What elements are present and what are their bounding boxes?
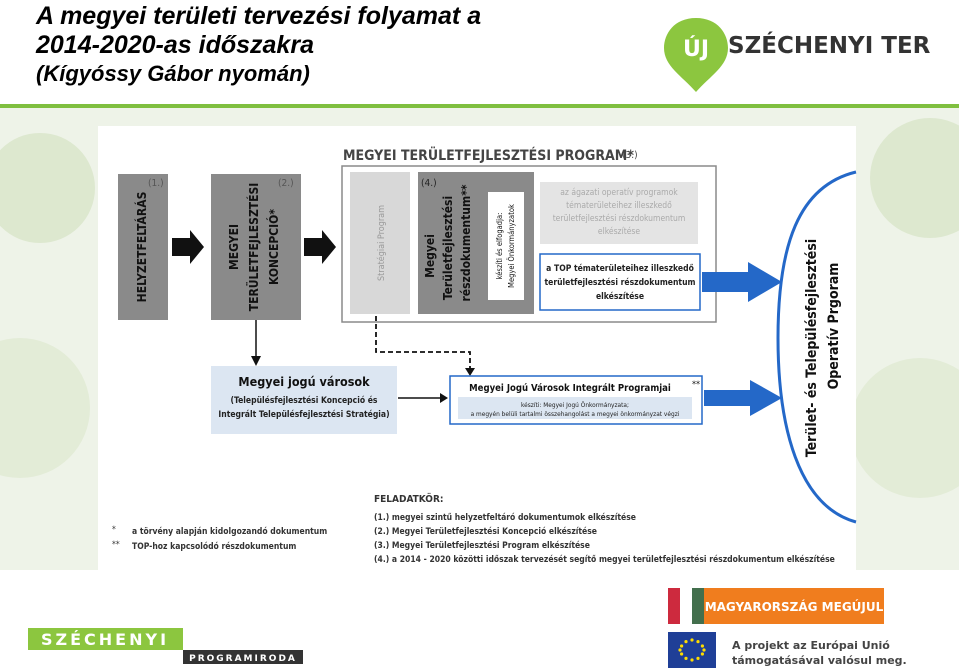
- top-line1: a TOP tématerületeihez illeszkedő: [546, 263, 694, 274]
- title-line-3: (Kígyóssy Gábor nyomán): [36, 61, 310, 86]
- task-2: (2.) Megyei Területfejlesztési Koncepció…: [374, 526, 597, 537]
- eu-line-2: támogatásával valósul meg.: [732, 654, 907, 667]
- arrow-2-to-3: [304, 230, 336, 264]
- legend-mark-1: *: [112, 525, 116, 535]
- cities-line3: Integrált Településfejlesztési Stratégia…: [218, 409, 389, 420]
- box-top-subdocument: [539, 253, 701, 311]
- hungarian-flag-icon: [668, 588, 680, 624]
- szechenyi-programiroda-logo: SZÉCHENYI PROGRAMIRODA: [28, 628, 303, 664]
- planning-process-diagram: MEGYEI TERÜLETFEJLESZTÉSI PROGRAM* (3.) …: [112, 146, 857, 565]
- szechenyi-text: SZÉCHENYI: [41, 630, 169, 649]
- cities-line1: Megyei jogú városok: [238, 374, 370, 389]
- tasks-title: FELADATKÖR:: [374, 491, 443, 505]
- mjv-stars: **: [692, 380, 700, 390]
- title-line-1: A megyei területi tervezési folyamat a: [36, 2, 482, 30]
- legend-text-1: a törvény alapján kidolgozandó dokumentu…: [132, 526, 327, 537]
- program-title: MEGYEI TERÜLETFEJLESZTÉSI PROGRAM*: [343, 146, 634, 164]
- arrow-mjv-to-op: [704, 380, 782, 416]
- logo-mark: ÚJ: [683, 36, 709, 62]
- magyarorszag-megujul-banner: MAGYARORSZÁG MEGÚJUL: [668, 588, 884, 624]
- box-county-cities: [211, 366, 397, 434]
- header-divider: [0, 104, 959, 108]
- legend-text-2: TOP-hoz kapcsolódó részdokumentum: [132, 541, 296, 552]
- box2-line1: MEGYEI: [227, 224, 241, 270]
- box2-number: (2.): [278, 178, 294, 189]
- box1-number: (1.): [148, 178, 164, 189]
- cities-line2: (Településfejlesztési Koncepció és: [231, 395, 378, 406]
- sector-line3: területfejlesztési részdokumentum: [553, 213, 686, 224]
- box-situation-analysis: [118, 174, 168, 320]
- program-frame: [341, 165, 717, 323]
- strategic-label: Stratégiai Program: [376, 205, 387, 281]
- task-4: (4.) a 2014 - 2020 közötti időszak terve…: [374, 554, 835, 565]
- sector-line1: az ágazati operatív programok: [560, 188, 678, 198]
- mjv-title: Megyei Jogú Városok Integrált Programjai: [469, 383, 671, 394]
- uj-szechenyi-terv-logo: ÚJ SZÉCHENYI TERV: [664, 18, 930, 92]
- legend-mark-2: **: [112, 540, 120, 550]
- box4-line3: részdokumentum**: [459, 184, 473, 301]
- top-line3: elkészítése: [596, 291, 644, 302]
- box-strategic-program: [350, 172, 410, 314]
- top-line2: területfejlesztési részdokumentum: [544, 277, 695, 288]
- mjv-line2: a megyén belüli tartalmi összehangolást …: [471, 410, 680, 418]
- task-1: (1.) megyei szintű helyzetfeltáró dokume…: [374, 512, 636, 523]
- box2-line2: TERÜLETFEJLESZTÉSI: [246, 183, 261, 312]
- sector-line4: elkészítése: [598, 226, 640, 237]
- box4-line2: Területfejlesztési: [441, 196, 455, 300]
- arrow-top-to-op: [702, 262, 782, 302]
- hu-banner-text: MAGYARORSZÁG MEGÚJUL: [705, 599, 884, 614]
- title-line-2: 2014-2020-as időszakra: [36, 31, 314, 59]
- preparer-line2: Megyei Önkormányzatok: [507, 204, 516, 288]
- eu-line-1: A projekt az Európai Unió: [732, 639, 890, 652]
- dashed-connector: [375, 316, 471, 370]
- box-sector-programs: [540, 182, 698, 244]
- operational-program-arc: [776, 170, 857, 524]
- preparer-line1: készíti és elfogadja:: [495, 213, 504, 280]
- page-title: A megyei területi tervezési folyamat a 2…: [36, 2, 656, 88]
- location-pin-icon: [664, 18, 728, 92]
- op-line2: Operatív Prgoram: [826, 263, 842, 390]
- op-line1: Terület- és Településfejlesztési: [804, 239, 820, 457]
- sector-line2: tématerületeihez illeszkedő: [566, 200, 672, 211]
- box1-label: HELYZETFELTÁRÁS: [134, 192, 149, 303]
- box2-line3: KONCEPCIÓ*: [266, 209, 281, 285]
- preparer-box: [488, 192, 524, 300]
- box4-number: (4.): [421, 178, 437, 189]
- eu-support-note: A projekt az Európai Unió támogatásával …: [732, 638, 907, 668]
- programiroda-text: PROGRAMIRODA: [189, 654, 297, 664]
- mjv-line1: készíti: Megyei Jogú Önkormányzata;: [521, 400, 629, 409]
- logo-text: SZÉCHENYI TERV: [728, 31, 930, 59]
- task-3: (3.) Megyei Területfejlesztési Program e…: [374, 540, 590, 551]
- box-concept: [211, 174, 301, 320]
- box4-line1: Megyei: [423, 234, 437, 278]
- mjv-note-box: [458, 397, 692, 419]
- arrow-1-to-2: [172, 230, 204, 264]
- program-number: (3.): [622, 150, 638, 161]
- eu-flag-icon: [668, 632, 716, 668]
